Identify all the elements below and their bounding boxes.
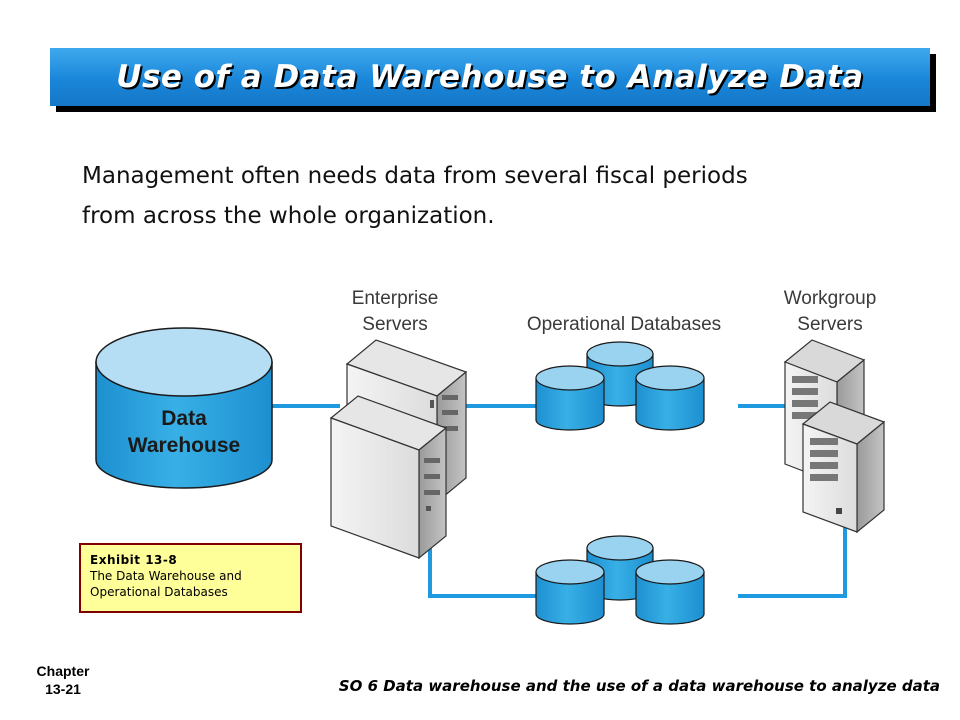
exhibit-caption: Exhibit 13-8 The Data Warehouse and Oper… bbox=[79, 543, 302, 613]
body-line-2: from across the whole organization. bbox=[82, 203, 495, 229]
operational-db-cluster-bottom bbox=[535, 535, 705, 625]
slide-title: Use of a Data Warehouse to Analyze Data bbox=[116, 59, 864, 95]
workgroup-label-line-2: Servers bbox=[797, 314, 862, 335]
body-line-1: Management often needs data from several… bbox=[82, 163, 748, 189]
operational-db-label: Operational Databases bbox=[527, 314, 721, 335]
exhibit-line-1: The Data Warehouse and bbox=[90, 569, 242, 583]
workgroup-label-line-1: Workgroup bbox=[784, 288, 877, 309]
chapter-line-1: Chapter bbox=[36, 663, 90, 679]
chapter-label: Chapter 13-21 bbox=[28, 662, 98, 698]
enterprise-server-front bbox=[329, 395, 448, 560]
data-warehouse-cylinder: Data Warehouse bbox=[95, 327, 273, 489]
enterprise-label-line-1: Enterprise bbox=[352, 288, 439, 309]
body-text: Management often needs data from several… bbox=[82, 156, 922, 236]
title-banner: Use of a Data Warehouse to Analyze Data bbox=[50, 48, 930, 106]
dw-label-line-2: Warehouse bbox=[128, 434, 240, 457]
exhibit-title: Exhibit 13-8 bbox=[90, 553, 178, 567]
dw-label-line-1: Data bbox=[161, 407, 207, 430]
enterprise-label-line-2: Servers bbox=[362, 314, 427, 335]
chapter-line-2: 13-21 bbox=[45, 681, 81, 697]
exhibit-line-2: Operational Databases bbox=[90, 585, 228, 599]
operational-db-cluster-top bbox=[535, 341, 705, 431]
connection-lines bbox=[272, 404, 847, 598]
study-objective-footer: SO 6 Data warehouse and the use of a dat… bbox=[338, 677, 940, 695]
workgroup-server-front bbox=[801, 401, 886, 534]
